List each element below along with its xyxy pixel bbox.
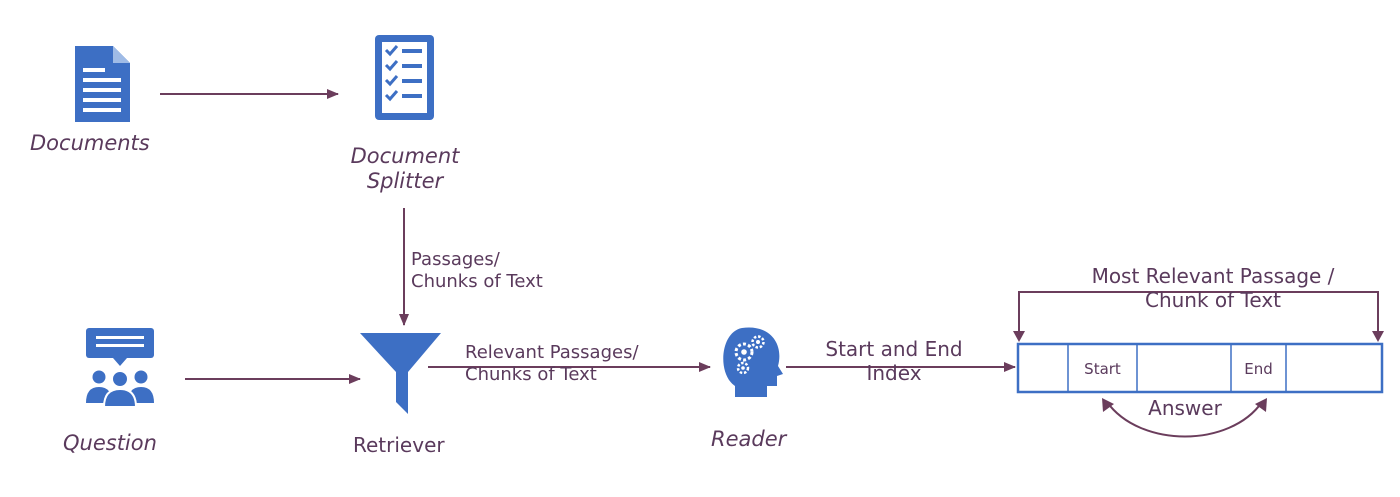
splitter-label-line1: Document [350,144,460,168]
reader-label: Reader [711,427,787,451]
passage-title-line2: Chunk of Text [1144,288,1281,312]
answer-label: Answer [1148,396,1222,420]
start-end-index-line2: Index [866,361,922,385]
people-chat-icon [86,328,154,408]
document-icon [75,46,130,122]
end-cell-label: End [1244,360,1273,378]
question-label: Question [63,431,157,455]
start-end-index-line1: Start and End [825,337,963,361]
answer-arrowhead-right [1255,398,1267,412]
answer-span-arrow [1106,401,1263,438]
answer-arrowhead-left [1102,398,1114,412]
retriever-label: Retriever [353,433,445,457]
passages-edge-label-line2: Chunks of Text [411,270,543,292]
documents-label: Documents [30,131,150,155]
passages-edge-label: Passages/ Chunks of Text [411,249,543,292]
passage-title-line1: Most Relevant Passage / [1091,264,1335,288]
most-relevant-passage-title: Most Relevant Passage / Chunk of Text [1040,264,1386,312]
bracket-arrowhead-right [1372,331,1384,342]
start-end-index-label: Start and End Index [796,337,992,385]
passage-box [1016,342,1384,394]
splitter-label: Document Splitter [320,144,490,194]
bracket-arrowhead-left [1013,331,1025,342]
passages-edge-label-line1: Passages/ [411,249,500,270]
relevant-passages-line2: Chunks of Text [465,363,597,385]
start-cell-label: Start [1084,360,1121,378]
checklist-icon [375,35,434,120]
relevant-passages-line1: Relevant Passages/ [465,342,639,363]
splitter-label-line2: Splitter [366,169,444,194]
relevant-passages-edge-label: Relevant Passages/ Chunks of Text [465,342,639,385]
funnel-icon [360,333,441,414]
passage-bracket [1018,291,1379,333]
head-gears-icon [723,327,783,397]
